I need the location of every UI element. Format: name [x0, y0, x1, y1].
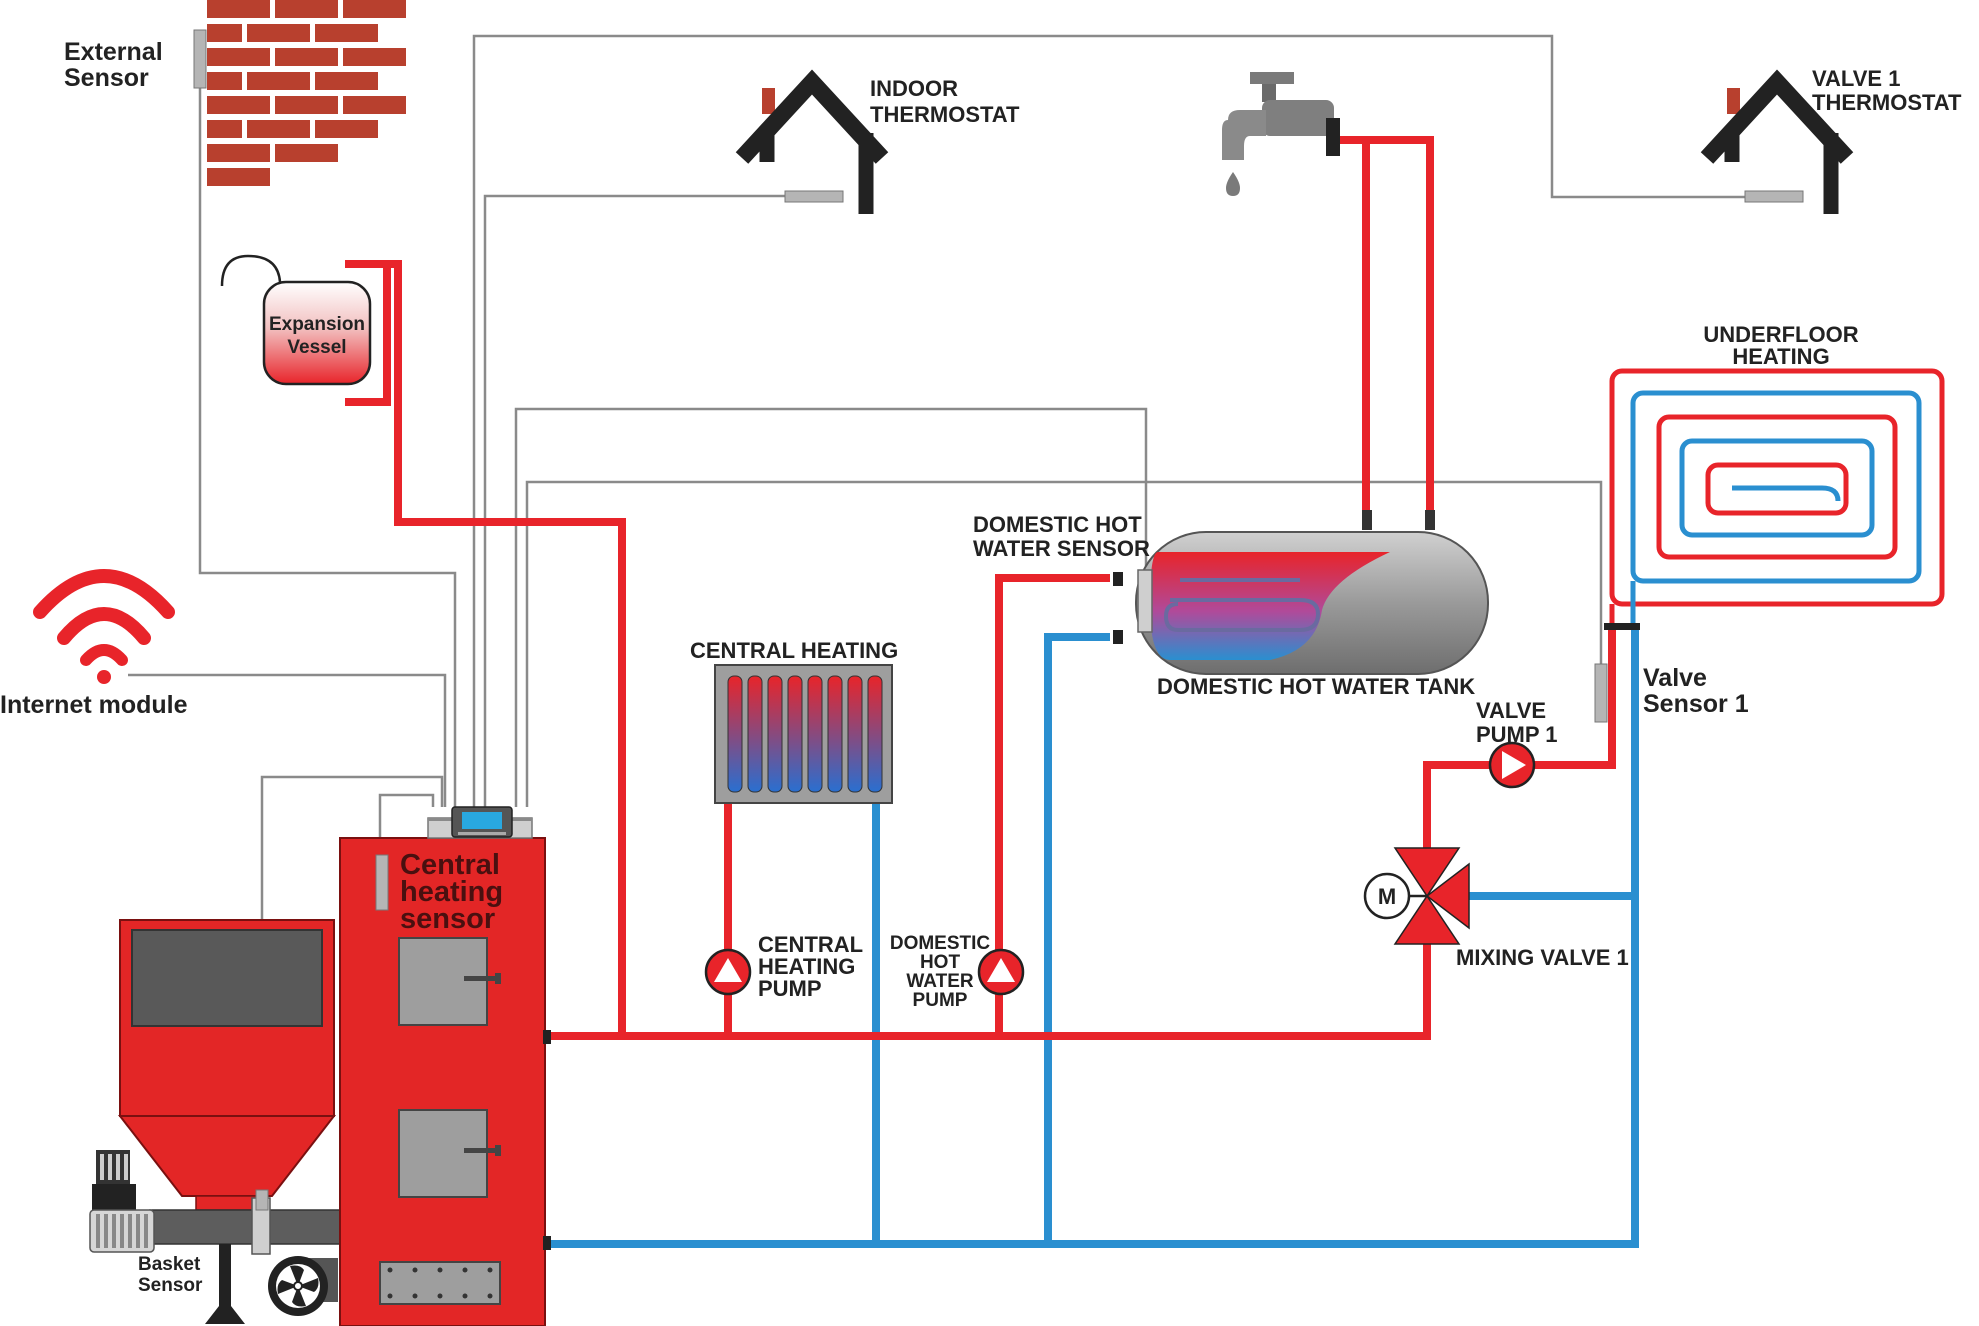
underfloor-heating-coil [1609, 368, 1945, 630]
underfloor-heating-label: UNDERFLOOR [1703, 322, 1858, 347]
radiator-icon [714, 664, 893, 804]
expansion-vessel-label: Expansion [269, 314, 365, 335]
ch-pump-label: CENTRAL [758, 932, 863, 957]
dhw-tank-label: DOMESTIC HOT WATER TANK [1157, 674, 1475, 699]
wire-dhw-sensor [514, 407, 1148, 807]
dhw-tank [1113, 510, 1489, 675]
external-sensor-label-2: Sensor [64, 64, 149, 92]
valve1-thermostat-label: VALVE 1 [1812, 66, 1900, 91]
feeder-screw [149, 1189, 347, 1324]
ch-sensor-label: Central [400, 849, 500, 881]
hot-tap-feed-a [1333, 136, 1434, 515]
fuel-hopper [117, 919, 337, 1211]
pump-icon [1488, 741, 1536, 789]
house-icon [1700, 69, 1854, 214]
underfloor-connector [1604, 623, 1640, 630]
basket-sensor-label: Basket [138, 1254, 201, 1275]
valve1-thermostat-sensor [1744, 190, 1804, 203]
dhw-pump-label-2: HOT [920, 952, 961, 973]
valve-sensor [1594, 663, 1608, 723]
central-heating-label: CENTRAL HEATING [690, 638, 898, 663]
wire-valve1-thermostat [472, 34, 1745, 807]
brick-wall-icon [207, 0, 406, 186]
hot-expansion-pipe [345, 260, 626, 1036]
indoor-thermostat-label-2: THERMOSTAT [870, 102, 1020, 127]
cold-pipes [545, 630, 1639, 1248]
fan-icon [268, 1256, 338, 1316]
ch-pump-label-2: HEATING [758, 954, 855, 979]
pump-icon [704, 948, 752, 996]
dhw-sensor [1137, 569, 1153, 633]
cold-return-main [545, 630, 1639, 1248]
dhw-sensor-label: DOMESTIC HOT [973, 512, 1142, 537]
wire-internet-module [128, 673, 447, 807]
hot-tank-flow [995, 574, 1110, 1036]
hot-expansion-pipe-inner [345, 264, 391, 406]
external-sensor-label: External [64, 38, 163, 66]
wire-external-sensor [198, 85, 457, 807]
dhw-pump-label-3: WATER [906, 971, 973, 992]
boiler-door-upper [398, 937, 488, 1026]
boiler-door-lower [398, 1109, 488, 1198]
valve-pump-label: VALVE [1476, 698, 1546, 723]
mixing-valve-motor-label: M [1378, 884, 1396, 909]
motor-icon [89, 1150, 155, 1253]
basket-sensor [255, 1189, 269, 1211]
wire-ch-sensor [378, 793, 435, 855]
valve-sensor-label: Valve [1643, 664, 1707, 692]
external-sensor [193, 29, 207, 89]
expansion-vessel [220, 254, 372, 386]
dhw-pump-label: DOMESTIC [890, 933, 991, 954]
sensor-wires [128, 34, 1745, 1190]
underfloor-heating-label-2: HEATING [1732, 344, 1829, 369]
dhw-pump-label-4: PUMP [913, 990, 968, 1011]
dhw-sensor-label-2: WATER SENSOR [973, 536, 1150, 561]
faucet-icon [1222, 72, 1340, 196]
valve1-thermostat-label-2: THERMOSTAT [1812, 90, 1962, 115]
motor-icon [1363, 872, 1411, 920]
basket-sensor-label-2: Sensor [138, 1275, 203, 1296]
boiler-controller [451, 806, 513, 838]
wifi-icon [33, 569, 175, 684]
boiler [339, 817, 551, 1326]
valve-sensor-label-2: Sensor 1 [1643, 690, 1749, 718]
ch-sensor [375, 854, 389, 911]
house-icon [735, 69, 889, 214]
hot-flow-main [545, 915, 1431, 1040]
pump-icon [977, 948, 1025, 996]
valve-pump-label-2: PUMP 1 [1476, 722, 1558, 747]
indoor-thermostat-label: INDOOR [870, 76, 958, 101]
ch-sensor-label-3: sensor [400, 903, 495, 935]
internet-module-label: Internet module [0, 691, 188, 719]
mixing-valve-label: MIXING VALVE 1 [1456, 945, 1629, 970]
cold-tank-return [1044, 633, 1110, 1244]
mixing-valve-icon [1385, 847, 1470, 945]
wire-indoor-thermostat [483, 194, 787, 807]
ch-sensor-label-2: heating [400, 876, 503, 908]
ch-pump-label-3: PUMP [758, 976, 822, 1001]
wire-valve-sensor [525, 480, 1603, 807]
indoor-thermostat-sensor [784, 190, 844, 203]
expansion-vessel-label-2: Vessel [287, 337, 346, 358]
